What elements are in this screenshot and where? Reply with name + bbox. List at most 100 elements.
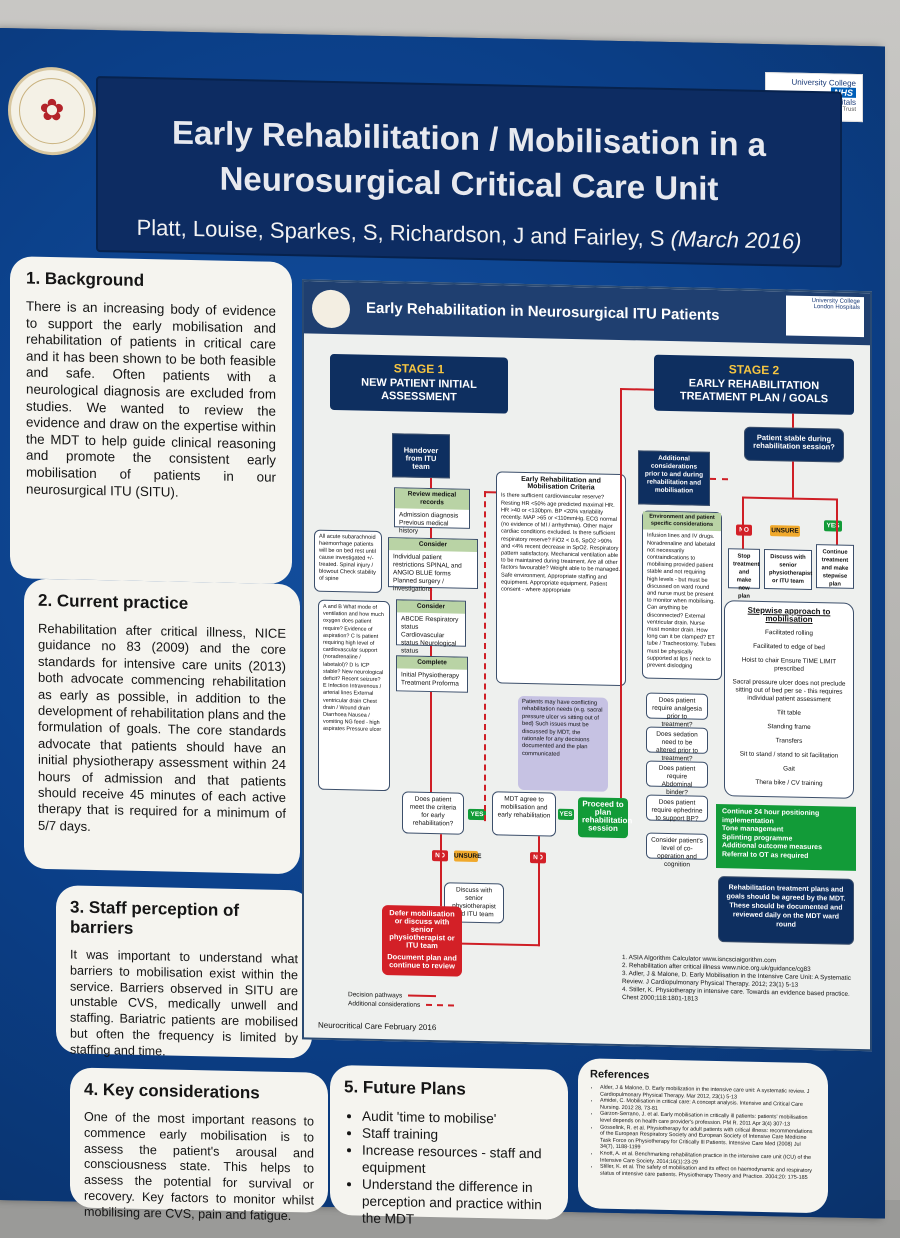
stepwise-item: Sacral pressure ulcer does not preclude …: [732, 678, 846, 704]
criteria-body: Is there sufficient cardiovascular reser…: [501, 492, 620, 595]
hospital-seal-logo: ✿: [8, 66, 96, 157]
discuss-stage2-box: Discuss with senior physiotherapist or I…: [764, 549, 812, 591]
consider-abcde-box: Consider ABCDE Respiratory status Cardio…: [396, 599, 466, 655]
stepwise-item: Facilitated rolling: [765, 629, 813, 638]
flow-connector: [430, 528, 432, 539]
stepwise-item: Transfers: [775, 737, 803, 745]
authors-names: Platt, Louise, Sparkes, S, Richardson, J…: [136, 214, 665, 251]
key-considerations-card: 4. Key considerations One of the most im…: [70, 1067, 328, 1223]
references-heading: References: [590, 1068, 650, 1082]
defer-note: Document plan and continue to review: [387, 952, 457, 971]
background-text: There is an increasing body of evidence …: [26, 298, 276, 500]
q-ephedrine-box: Does patient require ephedrine to suppor…: [646, 794, 708, 823]
sah-note-box: All acute subarachnoid haemorrhage patie…: [314, 529, 382, 594]
background-card: 1. Background There is an increasing bod…: [10, 256, 292, 585]
legend-additional: Additional considerations: [348, 1000, 421, 1009]
flow-connector: [430, 478, 432, 489]
uclh-logo-line1: University College: [791, 77, 856, 88]
key-considerations-heading: 4. Key considerations: [84, 1079, 260, 1103]
flow-connector: [742, 496, 744, 549]
stable-question-box: Patient stable during rehabilitation ses…: [744, 426, 844, 463]
key-considerations-text: One of the most important reasons to com…: [84, 1109, 314, 1223]
legend-solid-line: [408, 994, 437, 998]
additional-connector: [484, 491, 486, 822]
future-plans-card: 5. Future Plans Audit 'time to mobilise'…: [330, 1064, 568, 1227]
background-heading: 1. Background: [26, 268, 145, 291]
stepwise-item: Sit to stand / stand to sit facilitation: [739, 750, 839, 760]
unsure-label-2: UNSURE: [770, 525, 800, 537]
consider-restrictions-box: Consider Individual patient restrictions…: [388, 537, 478, 593]
poster-authors: Platt, Louise, Sparkes, S, Richardson, J…: [108, 214, 830, 255]
flow-connector: [440, 834, 442, 907]
future-plans-heading: 5. Future Plans: [344, 1077, 466, 1099]
proceed-box: Proceed to plan rehabilitation session: [578, 797, 632, 839]
references-list: Alder, J & Malone, D. Early mobilization…: [590, 1084, 816, 1181]
references-card: References Alder, J & Malone, D. Early m…: [578, 1058, 828, 1214]
stepwise-item: Thera bike / CV training: [755, 778, 823, 788]
no-label-3: NO: [736, 524, 752, 536]
conflict-note-box: Patients may have conflicting rehabilita…: [518, 695, 608, 792]
consider-heading: Consider: [389, 538, 477, 552]
stage1-title: NEW PATIENT INITIAL ASSESSMENT: [361, 376, 477, 404]
complete-heading: Complete: [397, 656, 467, 670]
poster-title: Early Rehabilitation / Mobilisation in a…: [108, 108, 830, 213]
env-heading: Environment and patient specific conside…: [643, 511, 721, 532]
diagram-uclh-logo: University College London Hospitals: [786, 295, 864, 338]
flow-connector: [792, 461, 794, 498]
additional-connector: [484, 491, 496, 494]
criteria-box: Early Rehabilitation and Mobilisation Cr…: [496, 471, 626, 687]
continue-programme-box: Continue 24 hour positioning implementat…: [716, 803, 856, 871]
current-practice-text: Rehabilitation after critical illness, N…: [38, 620, 286, 834]
stop-box: Stop treatment and make new plan: [728, 548, 760, 600]
stage1-header: STAGE 1 NEW PATIENT INITIAL ASSESSMENT: [330, 353, 508, 414]
stepwise-item: Gait: [783, 765, 795, 773]
mdt-agree-box: MDT agree to mobilisation and early reha…: [492, 791, 556, 837]
q-sedation-box: Does sedation need to be altered prior t…: [646, 726, 708, 763]
flow-connector: [430, 692, 432, 793]
barriers-text: It was important to understand what barr…: [70, 947, 298, 1059]
flow-connector: [538, 836, 540, 947]
future-plans-item: Increase resources - staff and equipment: [362, 1142, 554, 1180]
stepwise-item: Tilt table: [777, 709, 801, 717]
future-plans-list: Audit 'time to mobilise' Staff training …: [344, 1107, 554, 1230]
review-records-body: Admission diagnosis Previous medical his…: [399, 511, 459, 535]
barriers-heading: 3. Staff perception of barriers: [70, 897, 240, 938]
additional-considerations-box: Additional considerations prior to and d…: [638, 450, 710, 506]
flow-connector: [430, 588, 432, 601]
stage2-title: EARLY REHABILITATION TREATMENT PLAN / GO…: [679, 377, 829, 406]
plans-box: Rehabilitation treatment plans and goals…: [718, 876, 854, 945]
yes-label-3: YES: [824, 520, 842, 532]
stage2-header: STAGE 2 EARLY REHABILITATION TREATMENT P…: [654, 354, 854, 415]
legend-dashed-line: [426, 1004, 455, 1007]
review-records-box: Review medical records Admission diagnos…: [394, 487, 470, 535]
poster-board: ✿ University CollegeNHS London Hospitals…: [0, 28, 885, 1227]
flow-connector: [462, 942, 540, 947]
poster-date: (March 2016): [670, 226, 802, 254]
criteria-heading: Early Rehabilitation and Mobilisation Cr…: [521, 475, 601, 492]
q-binder-box: Does patient require Abdominal binder? B…: [646, 760, 708, 805]
complete-proforma-box: Complete Initial Physiotherapy Treatment…: [396, 655, 468, 693]
q-cooperation-box: Consider patient's level of co-operation…: [646, 832, 708, 868]
diagram-legend: Decision pathways Additional considerati…: [348, 990, 455, 1010]
diagram-uclh-line2: London Hospitals: [813, 304, 860, 312]
stepwise-heading: Stepwise approach to mobilisation: [747, 605, 831, 625]
stepwise-box: Stepwise approach to mobilisation Facili…: [724, 600, 854, 799]
flow-connector: [742, 496, 838, 501]
q-analgesia-box: Does patient require analgesia prior to …: [646, 692, 708, 729]
env-body: Infusion lines and IV drugs. Noradrenali…: [647, 532, 716, 670]
yes-label-2: YES: [558, 808, 574, 821]
diagram-title: Early Rehabilitation in Neurosurgical IT…: [366, 299, 720, 325]
diagram-seal-logo: [312, 289, 350, 329]
additional-connector: [710, 477, 728, 481]
flow-connector: [836, 498, 838, 545]
seal-ring: [19, 77, 85, 145]
stepwise-item: Facilitated to edge of bed: [753, 642, 825, 652]
stepwise-item: Standing frame: [767, 723, 811, 731]
defer-box: Defer mobilisation or discuss with senio…: [382, 905, 462, 977]
stepwise-item: Hoist to chair Ensure TIME LIMIT prescri…: [741, 656, 837, 673]
diagram-footer: Neurocritical Care February 2016: [318, 1020, 437, 1033]
continue-box: Continue treatment and make stepwise pla…: [816, 544, 854, 589]
barriers-card: 3. Staff perception of barriers It was i…: [56, 885, 312, 1059]
pathway-diagram: Early Rehabilitation in Neurosurgical IT…: [302, 279, 872, 1052]
meets-criteria-box: Does patient meet the criteria for early…: [402, 791, 464, 835]
